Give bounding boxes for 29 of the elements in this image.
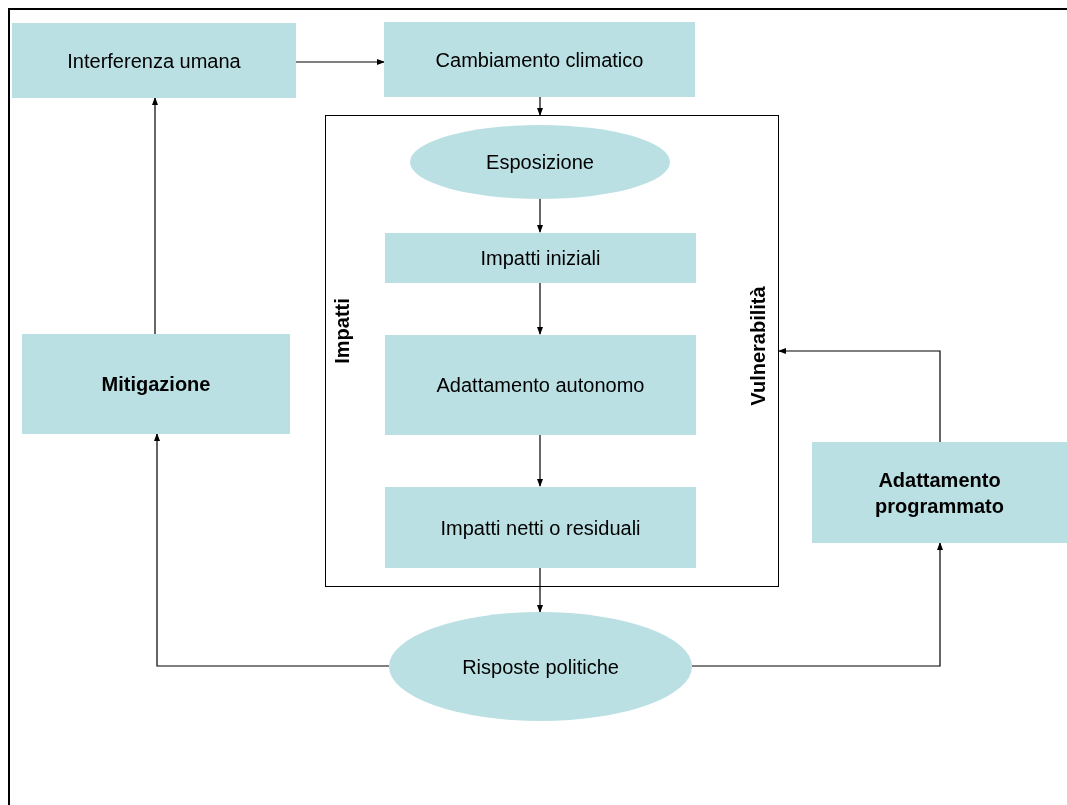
- arrow: [537, 281, 543, 335]
- node-label: Esposizione: [486, 150, 594, 175]
- node-label: Impatti netti o residuali: [440, 515, 641, 541]
- process-box: [384, 22, 695, 97]
- frame-label: Impatti: [332, 298, 352, 364]
- process-box: [385, 487, 696, 568]
- arrow: [778, 348, 941, 443]
- node-label: Risposte politiche: [462, 654, 619, 680]
- arrow: [295, 59, 385, 65]
- arrow: [691, 542, 943, 667]
- group-frame: [325, 115, 779, 587]
- node-label: Cambiamento climatico: [435, 47, 644, 73]
- arrow: [537, 566, 543, 613]
- process-box: [12, 23, 296, 98]
- process-box: [385, 233, 696, 283]
- arrow: [537, 96, 543, 116]
- arrow: [537, 433, 543, 487]
- arrow: [537, 197, 543, 233]
- process-box: [385, 335, 696, 435]
- frame-label: Vulnerabilità: [748, 286, 768, 406]
- node-label: Interferenza umana: [67, 48, 241, 74]
- node-label: Adattamento autonomo: [436, 373, 645, 398]
- node-label: Impatti iniziali: [480, 246, 601, 271]
- node-label: Adattamento programmato: [874, 467, 1005, 519]
- process-box: [22, 334, 290, 434]
- node-label: Mitigazione: [101, 372, 211, 397]
- process-box: [812, 442, 1067, 543]
- arrow: [152, 97, 158, 335]
- arrow: [154, 433, 390, 667]
